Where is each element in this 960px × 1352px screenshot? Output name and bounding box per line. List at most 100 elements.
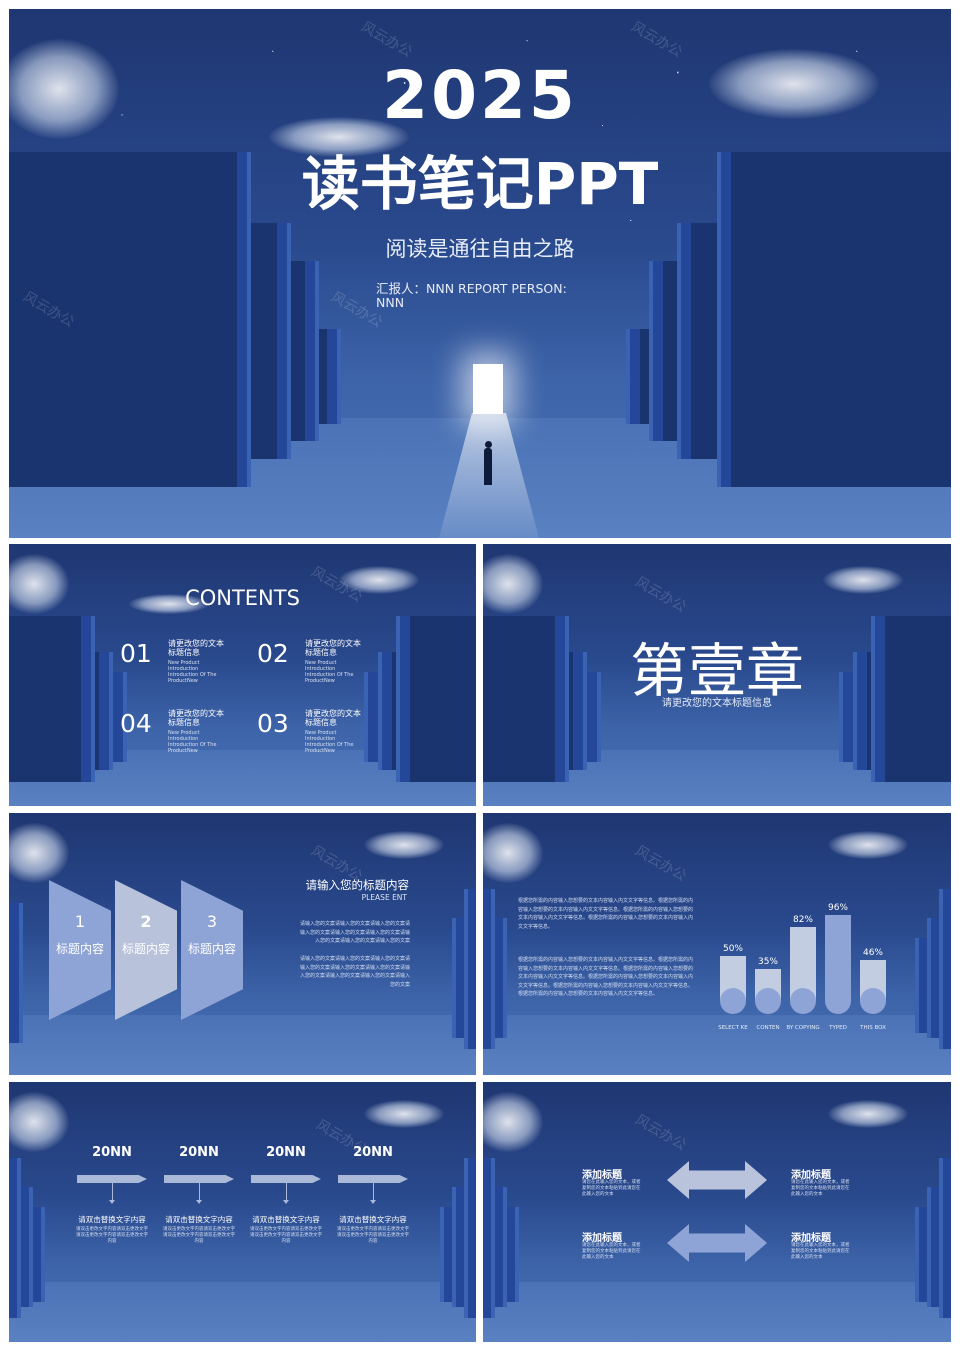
cover-slide[interactable]: 风云办公 风云办公 风云办公 风云办公 2025 读书笔记PPT 阅读是通往自由… [9,9,951,538]
bookshelf-left [483,616,569,782]
arrow-heading: 添加标题 [791,1233,831,1244]
timeline-desc: 请双击更改文字内容请双击更改文字请双击更改文字内容请双击更改文字内容 [337,1227,409,1244]
bookshelf-right [927,1187,939,1307]
cloud [9,823,69,883]
bookshelf-left [21,1187,33,1307]
cloud [828,831,908,859]
glowing-door [473,364,503,414]
person-silhouette [483,441,493,485]
bookshelf-right [939,1158,951,1318]
contents-slide[interactable]: 风云办公 CONTENTS 01 请更改您的文本标题信息 New Product… [9,544,476,806]
bar-category-label: CONTEN [756,1025,780,1031]
watermark: 风云办公 [632,842,689,885]
item-desc: New Product Introduction Introduction Of… [305,660,354,684]
bookshelf-right [677,223,717,459]
cover-subtitle: 阅读是通往自由之路 [385,237,575,261]
bar-category-label: BY COPYING [786,1025,820,1031]
bookshelf-left [319,329,341,424]
chart-slide[interactable]: 风云办公 根据您所需的内容输入您想要的文本内容输入内文文字等信息。根据您所需的内… [483,813,951,1075]
watermark: 风云办公 [632,573,689,616]
bar: 96%TYPED [825,903,851,1031]
contents-heading: CONTENTS [185,586,300,610]
floor [9,1282,476,1342]
timeline-connector [286,1183,287,1203]
item-title: 请更改您的文本标题信息 [305,639,361,657]
item-number: 03 [257,709,289,738]
bookshelf-left [9,152,251,487]
bookshelf-right [626,329,649,424]
bookshelf-left [33,1207,45,1302]
bar-bulb [755,988,781,1014]
bar: 35%CONTEN [755,957,781,1031]
title-panel-1[interactable]: 1 标题内容 [49,880,111,1020]
cover-year: 2025 [382,57,578,134]
double-arrow-icon [667,1224,767,1262]
bookshelf-left [483,889,495,1049]
bookshelf-left [483,1158,495,1318]
bookshelf-right [440,1207,452,1302]
timeline-arrow-icon [251,1175,321,1183]
timeline-year: 20NN [353,1145,393,1160]
bookshelf-right [915,938,927,1033]
arrow-heading: 添加标题 [582,1170,622,1181]
cloud [269,117,409,157]
person-body [484,448,492,485]
chapter-slide[interactable]: 风云办公 第壹章 请更改您的文本标题信息 [483,544,951,806]
bar-value-label: 82% [792,915,813,925]
timeline-arrow-icon [338,1175,408,1183]
bar-value-label: 96% [827,903,848,913]
panels-slide[interactable]: 风云办公 1 标题内容 2 标题内容 3 标题内容 请输入您的标题内容 PLEA… [9,813,476,1075]
timeline-heading: 请双击替换文字内容 [252,1215,320,1224]
bookshelf-right [452,1187,464,1307]
content-title: 请输入您的标题内容 [305,878,410,892]
cloud [709,49,879,119]
body-text: 根据您所需的内容输入您想要的文本内容输入内文文字等信息。根据您所需的内容输入您想… [518,957,694,997]
floor [9,1015,476,1075]
bookshelf-right [464,889,476,1049]
bookshelf-left [9,903,23,1043]
bookshelf-left [291,261,319,441]
panel-label: 标题内容 [187,942,236,956]
bookshelf-left [495,918,507,1038]
timeline-connector [112,1183,113,1203]
arrow-desc: 请您在此输入您的文本，或者复制您的文本粘贴到此请您在此输入您的文本 [582,1180,641,1197]
timeline-connector [373,1183,374,1203]
watermark: 风云办公 [632,1111,689,1154]
bookshelf-right [839,672,853,762]
cloud [364,831,444,859]
title-panel-2[interactable]: 2 标题内容 [115,880,177,1020]
timeline-connector [199,1183,200,1203]
item-number: 01 [120,639,152,668]
arrow-heading: 添加标题 [582,1233,622,1244]
bar-bulb [860,988,886,1014]
bar-value-label: 50% [722,944,743,954]
reporter-line: 汇报人：NNN REPORT PERSON: NNN [376,281,567,310]
arrows-slide[interactable]: 风云办公 添加标题 请您在此输入您的文本，或者复制您的文本粘贴到此请您在此输入您… [483,1082,951,1342]
bar-category-label: SELECT KE [718,1025,748,1031]
bar-bulb [790,988,816,1014]
item-number: 02 [257,639,289,668]
item-title: 请更改您的文本标题信息 [168,639,224,657]
timeline-year: 20NN [92,1145,132,1160]
timeline-desc: 请双击更改文字内容请双击更改文字请双击更改文字内容请双击更改文字内容 [250,1227,322,1244]
cloud [828,1100,908,1128]
bookshelf-left [251,223,291,459]
bookshelf-left [9,616,95,782]
cloud [483,823,543,883]
cloud [823,566,903,594]
bar-value-label: 46% [862,948,883,958]
bookshelf-right [452,918,464,1038]
title-panel-3[interactable]: 3 标题内容 [181,880,243,1020]
timeline-pointer-icon [109,1200,115,1204]
cloud [364,1100,444,1128]
floor [483,1282,951,1342]
cloud [9,39,119,139]
bookshelf-left [113,672,127,762]
bookshelf-right [939,889,951,1049]
cloud [483,554,543,614]
bookshelf-left [495,1187,507,1307]
cloud [9,554,69,614]
timeline-heading: 请双击替换文字内容 [165,1215,233,1224]
item-number: 04 [120,709,152,738]
